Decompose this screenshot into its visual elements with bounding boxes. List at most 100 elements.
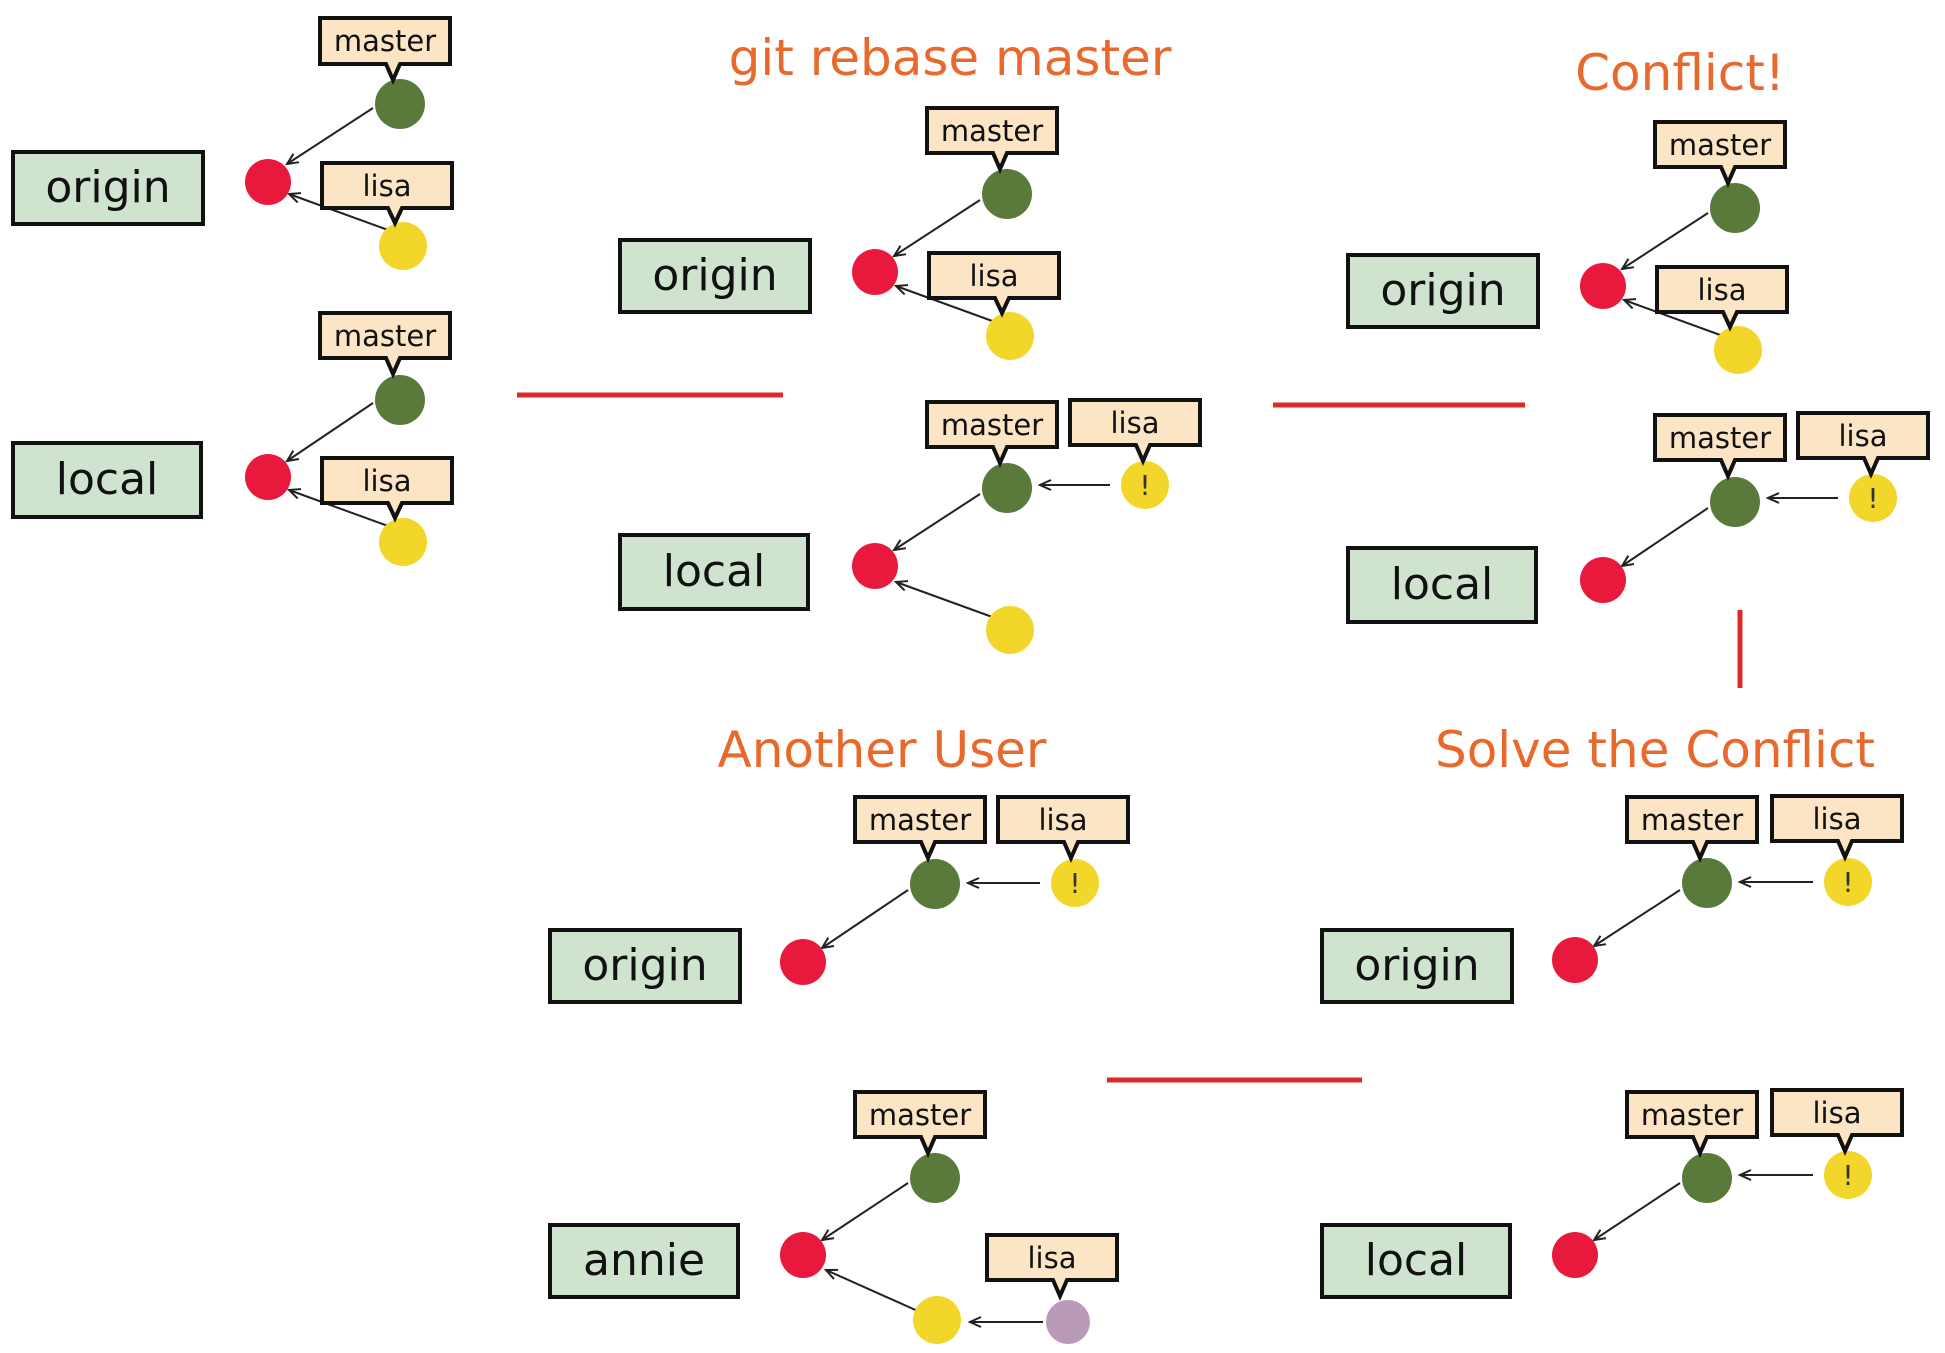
tag-master: master — [925, 106, 1059, 174]
commit-edge — [896, 286, 996, 323]
commit-edge — [822, 889, 909, 948]
commit-root — [852, 543, 898, 589]
commit-master — [1710, 183, 1760, 233]
commit-lisa-old — [986, 606, 1034, 654]
tag-master: master — [853, 1090, 987, 1158]
tag-label: lisa — [1028, 1241, 1077, 1275]
tag-label: lisa — [1039, 803, 1088, 837]
tag-lisa: lisa — [320, 456, 454, 523]
commit-lisa-conflict: ! — [1051, 859, 1099, 907]
repo-origin: origin — [618, 238, 812, 314]
repo-local: local — [11, 441, 203, 519]
commit-edge — [287, 107, 374, 164]
conflict-marker: ! — [1842, 1159, 1853, 1192]
commit-edge — [1594, 1182, 1681, 1240]
repo-label: origin — [1380, 265, 1505, 316]
commit-master — [375, 375, 425, 425]
commit-lisa — [913, 1296, 961, 1344]
commit-edge — [894, 493, 981, 550]
commit-root — [245, 454, 291, 500]
panel-initial-origin: origin master lisa — [11, 16, 454, 270]
tag-master: master — [318, 16, 452, 85]
conflict-marker: ! — [1069, 867, 1080, 900]
tag-label: lisa — [363, 464, 412, 498]
commit-root — [1580, 263, 1626, 309]
repo-label: origin — [582, 940, 707, 991]
commit-edge — [826, 1270, 921, 1313]
tag-master: master — [1625, 1090, 1759, 1158]
commit-edge — [1622, 507, 1709, 566]
commit-master — [982, 463, 1032, 513]
commit-master — [1710, 477, 1760, 527]
repo-label: origin — [1354, 940, 1479, 991]
commit-edge — [287, 402, 374, 461]
heading-conflict: Conflict! — [1575, 44, 1785, 102]
heading-solve-the-conflict: Solve the Conflict — [1435, 721, 1875, 779]
commit-lisa — [986, 312, 1034, 360]
tag-label: master — [334, 319, 436, 353]
repo-origin: origin — [11, 150, 205, 226]
repo-label: local — [56, 454, 159, 505]
commit-root — [780, 1232, 826, 1278]
tag-lisa: lisa — [985, 1233, 1119, 1301]
tag-label: master — [941, 408, 1043, 442]
tag-master: master — [925, 400, 1059, 468]
commit-master — [1682, 858, 1732, 908]
tag-master: master — [1625, 795, 1759, 863]
tag-label: lisa — [1839, 419, 1888, 453]
repo-origin: origin — [1320, 928, 1514, 1004]
commit-master — [982, 169, 1032, 219]
tag-label: lisa — [1813, 1096, 1862, 1130]
commit-lisa — [379, 222, 427, 270]
commit-edge — [1624, 300, 1724, 337]
heading-another-user: Another User — [718, 721, 1047, 779]
commit-lisa-conflict: ! — [1824, 858, 1872, 906]
commit-edge — [289, 194, 389, 231]
commit-root — [780, 939, 826, 985]
repo-label: local — [1365, 1235, 1468, 1286]
tag-label: master — [869, 803, 971, 837]
tag-lisa: lisa — [1770, 794, 1904, 862]
commit-master — [1682, 1153, 1732, 1203]
tag-master: master — [853, 795, 987, 863]
tag-lisa: lisa — [1796, 411, 1930, 479]
commit-lisa-conflict: ! — [1121, 461, 1169, 509]
tag-label: master — [334, 24, 436, 58]
repo-annie: annie — [548, 1223, 740, 1299]
commit-lisa — [1714, 326, 1762, 374]
conflict-marker: ! — [1139, 469, 1150, 502]
heading-git-rebase-master: git rebase master — [729, 29, 1172, 87]
commit-root — [1552, 937, 1598, 983]
panel-another-user-origin: origin ! master lisa — [548, 795, 1130, 1004]
panel-rebase-local: local ! master lisa — [618, 398, 1202, 654]
repo-local: local — [1320, 1223, 1512, 1299]
commit-edge — [1622, 212, 1709, 269]
panel-another-user-annie: annie master lisa — [548, 1090, 1119, 1344]
panel-initial-local: local master lisa — [11, 311, 454, 566]
commit-edge — [896, 582, 996, 619]
commit-edge — [1594, 889, 1681, 946]
panel-conflict-origin: origin master lisa — [1346, 120, 1789, 374]
tag-lisa: lisa — [996, 795, 1130, 863]
repo-local: local — [618, 533, 810, 611]
tag-master: master — [1653, 413, 1787, 481]
tag-label: master — [941, 114, 1043, 148]
commit-root — [1552, 1232, 1598, 1278]
tag-label: lisa — [1813, 802, 1862, 836]
tag-label: master — [1669, 128, 1771, 162]
repo-label: origin — [652, 250, 777, 301]
tag-label: lisa — [970, 259, 1019, 293]
commit-master — [910, 859, 960, 909]
commit-lisa-conflict: ! — [1849, 474, 1897, 522]
repo-label: local — [663, 546, 766, 597]
tag-label: lisa — [1111, 406, 1160, 440]
tag-lisa: lisa — [1655, 265, 1789, 332]
tag-label: master — [1641, 803, 1743, 837]
tag-label: lisa — [363, 169, 412, 203]
tag-lisa: lisa — [320, 161, 454, 228]
commit-master — [375, 79, 425, 129]
repo-origin: origin — [548, 928, 742, 1004]
repo-label: local — [1391, 559, 1494, 610]
conflict-marker: ! — [1867, 482, 1878, 515]
